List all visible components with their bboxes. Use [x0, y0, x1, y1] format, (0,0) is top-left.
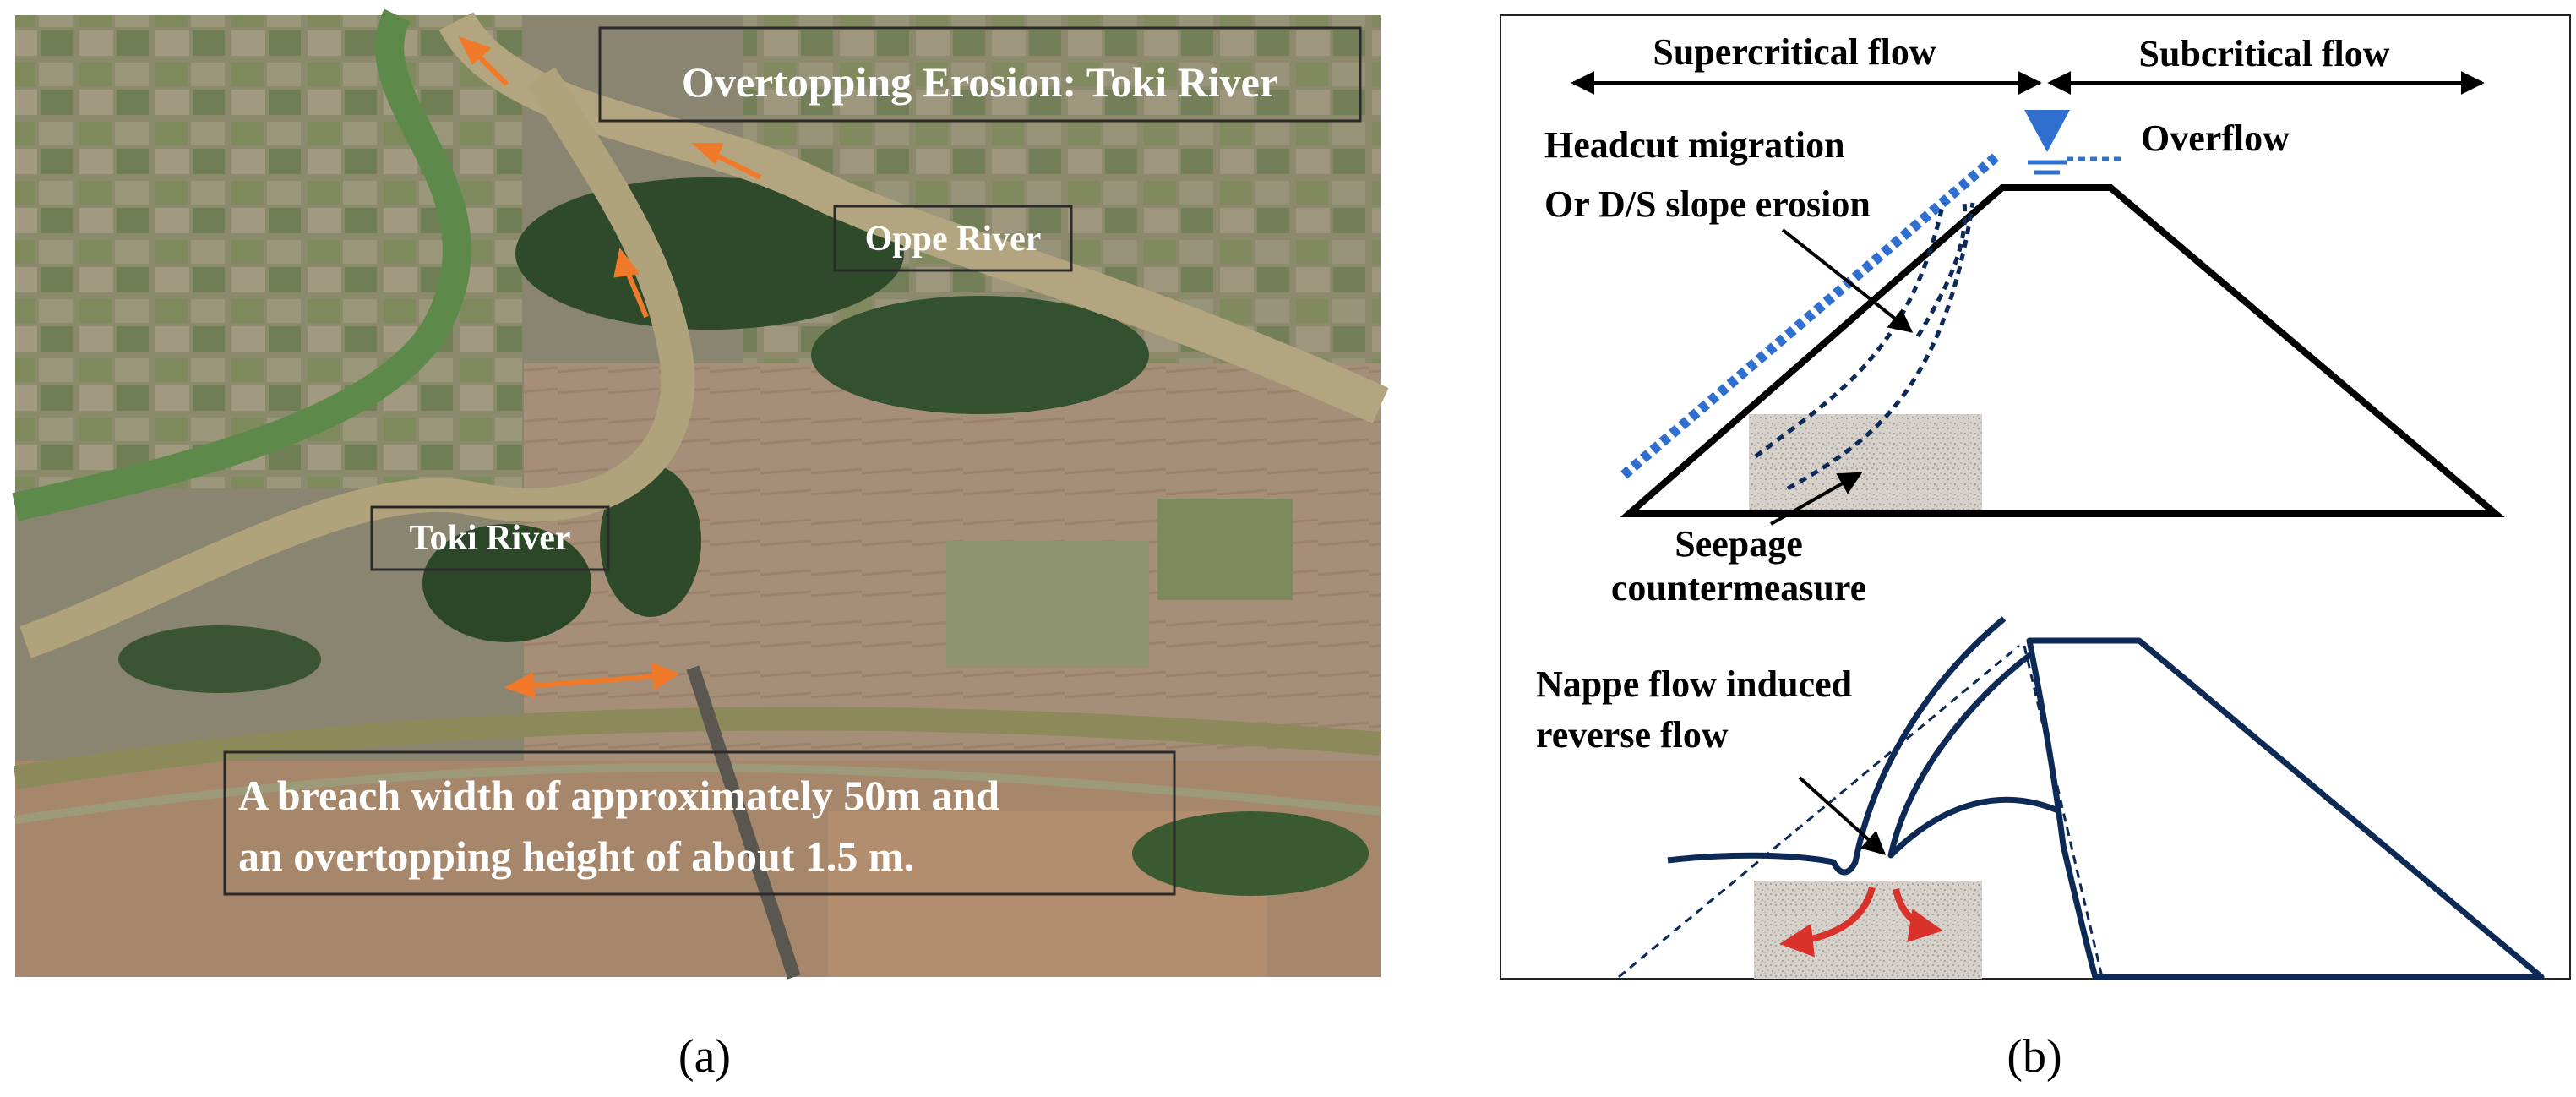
headcut-pointer [1781, 228, 1914, 333]
levee-outline-lower [2026, 637, 2545, 980]
oppe-river-box: Oppe River [833, 205, 1073, 272]
nappe-jet-inner [1887, 652, 2061, 859]
supercritical-label: Supercritical flow [1653, 31, 1936, 73]
panel-a-caption: (a) [678, 1030, 731, 1083]
nappe-pointer [1798, 776, 1887, 855]
water-level-icon [2024, 110, 2126, 175]
headcut-label-1: Headcut migration [1544, 124, 1845, 166]
flow-arrows [457, 35, 762, 699]
nappe-label-1: Nappe flow induced [1536, 663, 1852, 705]
seepage-label-1: Seepage [1675, 523, 1803, 565]
overflow-surface-line [1620, 153, 1999, 479]
overflow-label: Overflow [2141, 117, 2290, 159]
breach-info-box: A breach width of approximately 50m and … [223, 750, 1176, 896]
toki-river-box: Toki River [370, 505, 610, 571]
breach-info-line-2: an overtopping height of about 1.5 m. [238, 832, 914, 880]
flow-arrow-3-head [691, 143, 724, 166]
upper-levee-section [1620, 153, 2505, 526]
seepage-pointer [1770, 472, 1863, 526]
flow-arrow-3-tip [613, 247, 640, 278]
nappe-jet-outer [1667, 616, 2007, 876]
panel-b-caption: (b) [2007, 1030, 2061, 1083]
breach-info-line-1: A breach width of approximately 50m and [238, 772, 999, 819]
erosion-curve-2 [1786, 202, 1975, 491]
seepage-countermeasure-block [1749, 414, 1982, 514]
reverse-flow-arrow-left [1779, 886, 1876, 958]
breach-width-right-head [651, 662, 680, 691]
oppe-river-label: Oppe River [865, 220, 1042, 259]
erosion-curve-3 [1915, 202, 1968, 338]
lower-levee-section [1618, 616, 2545, 980]
reverse-flow-arrow-right [1893, 888, 1943, 942]
panel-b-frame [1500, 14, 2571, 980]
seepage-label-2: countermeasure [1611, 567, 1866, 609]
nappe-label-2: reverse flow [1536, 714, 1729, 756]
breach-width-left-head [504, 672, 536, 699]
headcut-label-2: Or D/S slope erosion [1544, 183, 1871, 225]
breach-width-arrow [525, 674, 660, 689]
toki-river-label: Toki River [410, 519, 571, 558]
original-slope-dashed [1618, 644, 2020, 979]
subcritical-label: Subcritical flow [2139, 33, 2390, 74]
panel-a-title: Overtopping Erosion: Toki River [682, 58, 1278, 106]
panel-a-title-box: Overtopping Erosion: Toki River [598, 26, 1362, 123]
flow-arrow-1-head [457, 35, 492, 65]
panel-a-photo [12, 8, 1389, 980]
